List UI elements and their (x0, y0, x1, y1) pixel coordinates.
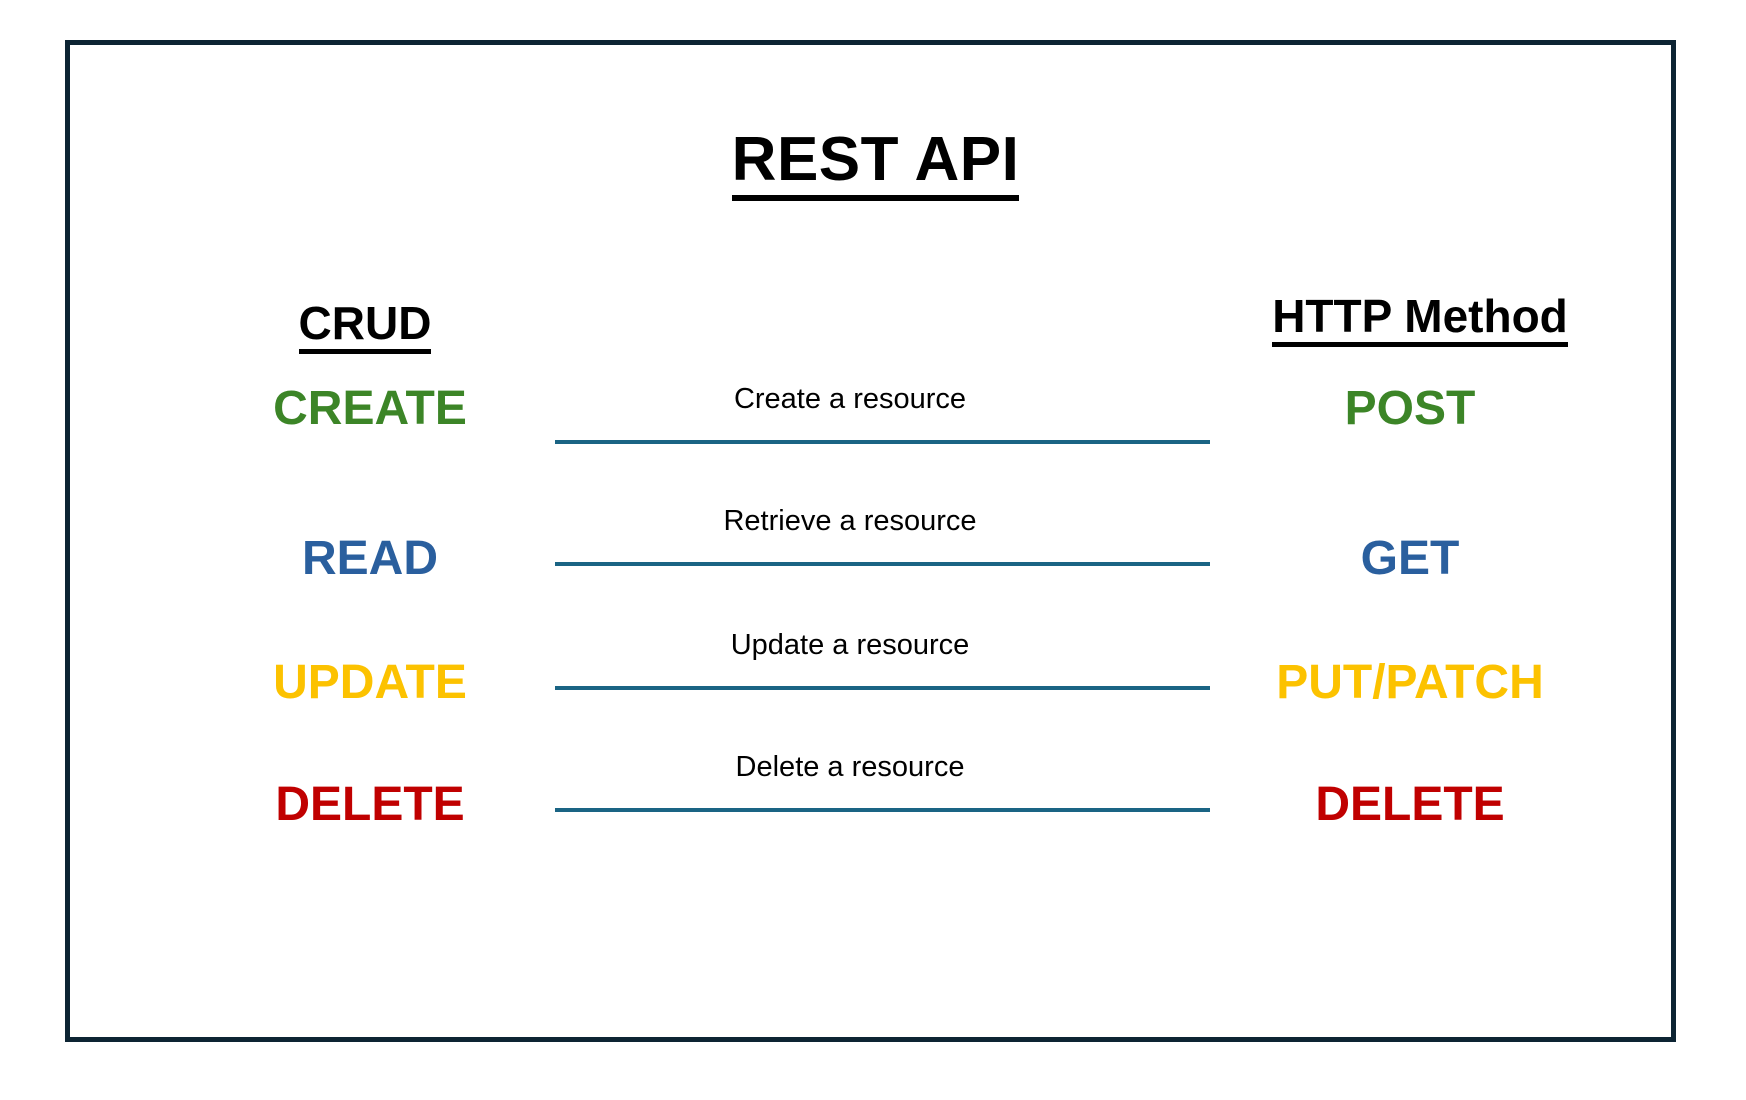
arrow-create-icon (555, 440, 1210, 444)
diagram-frame: REST API CRUD HTTP Method CREATE Create … (65, 40, 1676, 1042)
mapping-row: READ Retrieve a resource GET (70, 507, 1681, 637)
column-header-crud-text: CRUD (298, 300, 432, 354)
http-method-label-get: GET (1360, 532, 1460, 585)
arrow-caption-create: Create a resource (733, 383, 967, 415)
column-header-http-method: HTTP Method (1210, 293, 1630, 347)
column-header-http-method-text: HTTP Method (1272, 293, 1568, 347)
http-method-label-put-patch: PUT/PATCH (1276, 656, 1544, 709)
http-method-label-post: POST (1344, 382, 1476, 435)
diagram-title-text: REST API (731, 129, 1020, 201)
crud-label-delete: DELETE (275, 778, 465, 831)
arrow-delete-icon (555, 808, 1210, 812)
crud-label-create: CREATE (273, 382, 467, 435)
arrow-caption-read: Retrieve a resource (723, 505, 977, 537)
arrow-read-icon (555, 562, 1210, 566)
diagram-title: REST API (70, 129, 1681, 201)
mapping-row: CREATE Create a resource POST (70, 385, 1681, 515)
column-header-crud: CRUD (225, 300, 505, 354)
mapping-row: UPDATE Update a resource PUT/PATCH (70, 631, 1681, 761)
crud-label-update: UPDATE (273, 656, 467, 709)
arrow-update-icon (555, 686, 1210, 690)
crud-label-read: READ (301, 532, 438, 585)
mapping-row: DELETE Delete a resource DELETE (70, 753, 1681, 883)
arrow-caption-update: Update a resource (730, 629, 970, 661)
arrow-caption-delete: Delete a resource (735, 751, 965, 783)
http-method-label-delete: DELETE (1315, 778, 1505, 831)
